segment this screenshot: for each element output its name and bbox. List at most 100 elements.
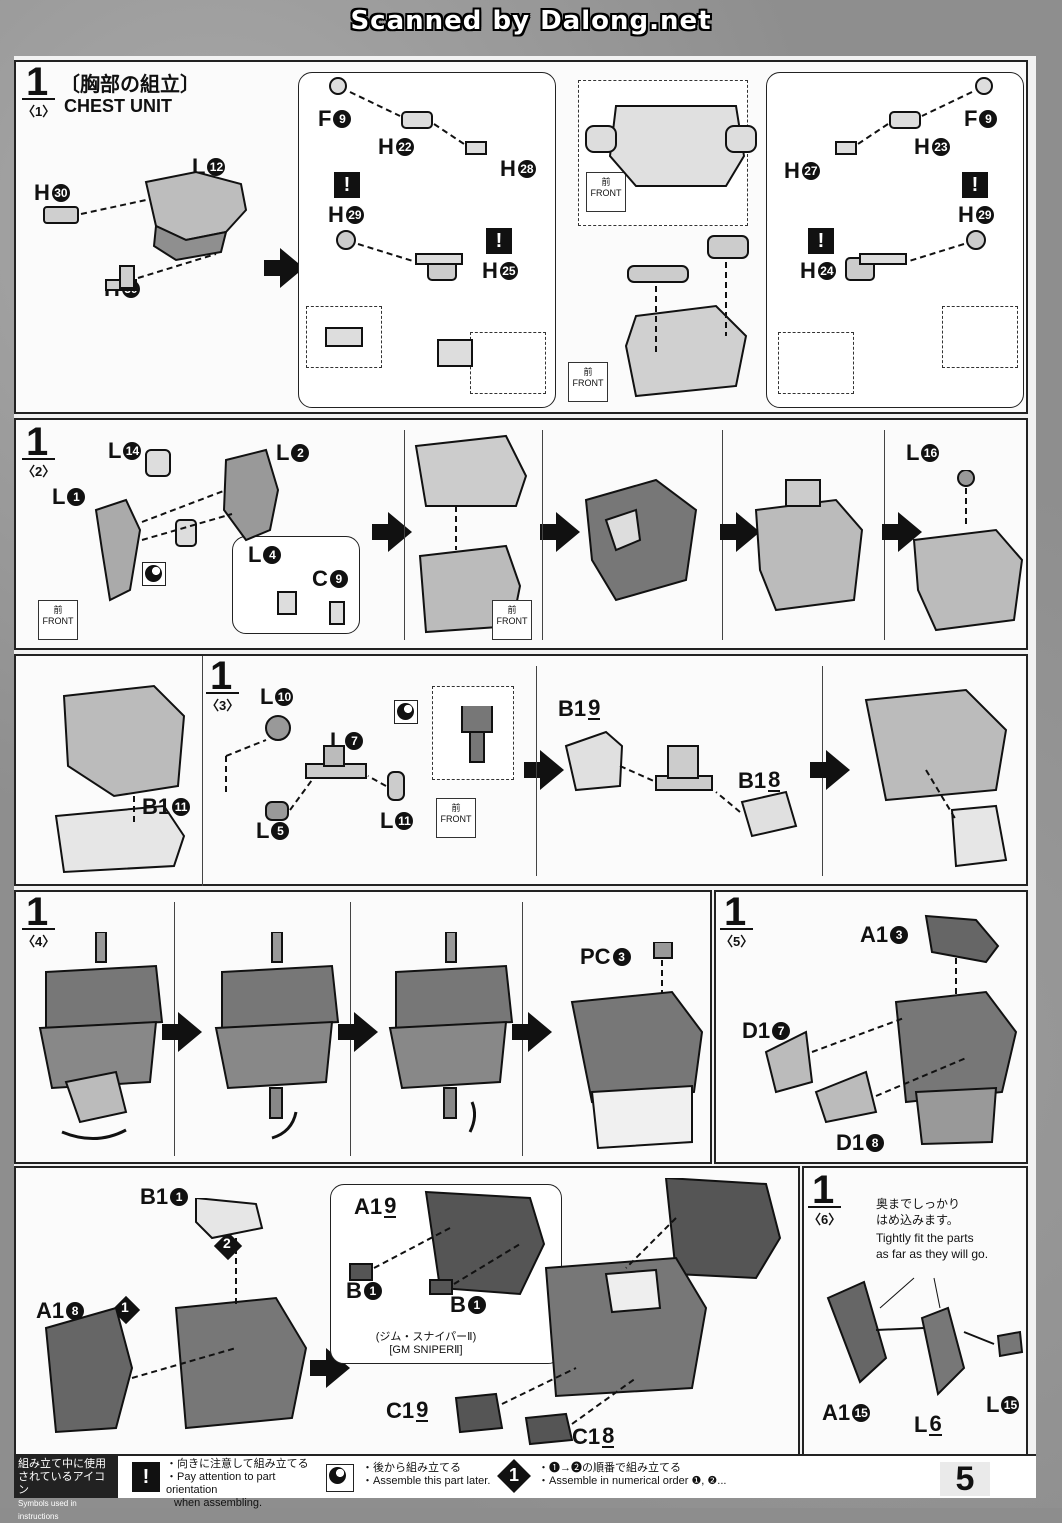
step-substep: 〈6〉	[808, 1206, 842, 1228]
chest-armor-art	[764, 914, 1018, 1146]
orientation-detail-box	[942, 306, 1018, 368]
step-substep: 〈3〉	[206, 692, 240, 714]
variant-caption-en: [GM SNIPERⅡ]	[389, 1344, 463, 1356]
scan-watermark: Scanned by Dalong.net	[350, 6, 712, 36]
chest-front-plates-art	[44, 1198, 308, 1434]
legend-order-jp: ・❶→❷の順番で組み立てる	[538, 1462, 681, 1474]
step-divider	[536, 666, 537, 876]
instruction-sheet: 1 〈1〉 〔胸部の組立〕 CHEST UNIT H30 L12 H30 F9 …	[14, 56, 1036, 1496]
legend-later-jp: ・後から組み立てる	[362, 1462, 461, 1474]
legend-order: ・❶→❷の順番で組み立てる ・Assemble in numerical ord…	[538, 1456, 768, 1504]
flow-arrow	[882, 512, 922, 552]
legend-later-en: ・Assemble this part later.	[362, 1475, 491, 1487]
variant-plate-art	[349, 1190, 546, 1296]
legend-attention: ・向きに注意して組み立てる ・Pay attention to part ori…	[166, 1456, 316, 1509]
attention-icon: !	[486, 228, 512, 254]
flow-arrow	[162, 1012, 202, 1052]
variant-caption-jp: (ジム・スナイパーⅡ)	[375, 1331, 477, 1343]
attention-icon: !	[132, 1462, 160, 1492]
assemble-later-icon	[394, 700, 418, 724]
step-substep: 〈4〉	[22, 928, 56, 950]
step-1-6-panel: 1 〈6〉 奥までしっかり はめ込みます。 Tightly fit the pa…	[802, 1166, 1028, 1456]
chest-pc-insert-art	[570, 942, 704, 1150]
fit-note-en-1: Tightly fit the parts	[876, 1231, 974, 1245]
step-substep: 〈5〉	[720, 928, 754, 950]
step-divider	[542, 430, 543, 640]
order-marker-2: 2	[223, 1235, 231, 1251]
shoulder-joint-parts-art-right	[835, 77, 993, 281]
chest-frame-parts-art	[43, 170, 248, 291]
neck-collar-art	[564, 730, 798, 838]
attention-icon: !	[808, 228, 834, 254]
chest-antenna-art	[912, 470, 1024, 632]
step-number: 1	[812, 1168, 835, 1212]
flow-arrow	[512, 1012, 552, 1052]
flow-arrow	[810, 750, 850, 790]
neck-joint-parts-art	[225, 706, 493, 821]
assemble-later-icon	[142, 562, 166, 586]
step-divider	[202, 656, 203, 886]
chest-with-collar-art	[864, 688, 1008, 868]
step-number: 1	[26, 420, 49, 464]
shoulder-joint-parts-art	[325, 77, 487, 367]
legend-order-en: ・Assemble in numerical order ❶, ❷...	[538, 1475, 727, 1487]
chest-frame-assembled-art	[584, 478, 698, 602]
order-marker-1: 1	[121, 1299, 129, 1315]
flow-arrow	[540, 512, 580, 552]
step-substep: 〈2〉	[22, 458, 56, 480]
step-number: 1	[26, 60, 49, 104]
step-number: 1	[210, 654, 233, 698]
step-1-1-panel: 1 〈1〉 〔胸部の組立〕 CHEST UNIT H30 L12 H30 F9 …	[14, 60, 1028, 414]
legend-attention-en-2: when assembling.	[174, 1497, 263, 1509]
chest-block-art	[54, 684, 186, 874]
side-armor-art	[826, 1277, 1024, 1397]
order-icon-label: 1	[508, 1465, 519, 1485]
orientation-detail-box	[778, 332, 854, 394]
legend-later: ・後から組み立てる ・Assemble this part later.	[362, 1456, 492, 1504]
chest-rear-plates-art	[454, 1178, 782, 1446]
step-number: 1	[724, 890, 747, 934]
chest-hatch-rotate-art	[214, 932, 340, 1140]
flow-arrow	[338, 1012, 378, 1052]
legend-title-jp-2: されているアイコン	[18, 1471, 106, 1496]
chest-hatch-push-art	[388, 932, 514, 1133]
attention-icon: !	[334, 172, 360, 198]
chest-core-art	[585, 105, 757, 398]
attention-icon: !	[962, 172, 988, 198]
legend-attention-jp: ・向きに注意して組み立てる	[166, 1458, 309, 1470]
page-number: 5	[940, 1462, 990, 1496]
